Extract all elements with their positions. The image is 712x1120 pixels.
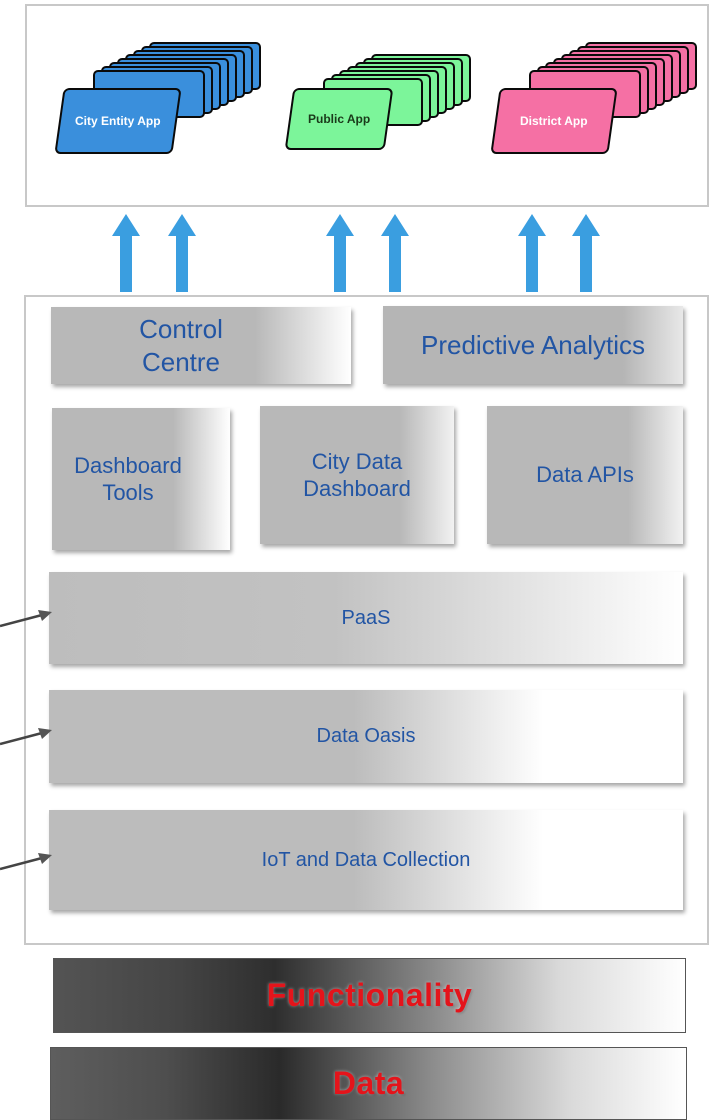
city-entity-app-card[interactable]: City Entity App [54,88,182,154]
district-app-label: District App [520,114,588,128]
data-oasis-label: Data Oasis [316,725,416,747]
paas-label: PaaS [341,606,391,629]
data-label: Data [332,1065,405,1101]
input-arrow-icon [0,728,52,746]
up-arrow-icon [381,214,409,292]
functionality-label: Functionality [266,977,473,1013]
input-arrow-icon [0,610,52,628]
public-app-card[interactable]: Public App [284,88,394,150]
predictive-analytics-label: Predictive Analytics [421,329,645,360]
iot-data-collection-label: IoT and Data Collection [261,848,471,871]
city-entity-app-label: City Entity App [75,114,161,128]
paas-block[interactable]: PaaS [49,572,683,664]
dashboard-tools-label: Dashboard Tools [74,452,182,506]
control-centre-block[interactable]: Control Centre [51,307,351,384]
predictive-analytics-block[interactable]: Predictive Analytics [383,306,683,384]
input-arrow-icon [0,853,52,871]
functionality-bar: Functionality [53,958,686,1033]
up-arrow-icon [326,214,354,292]
city-data-dashboard-block[interactable]: City Data Dashboard [260,406,454,544]
up-arrow-icon [168,214,196,292]
district-app-card[interactable]: District App [490,88,618,154]
up-arrow-icon [572,214,600,292]
dashboard-tools-block[interactable]: Dashboard Tools [52,408,230,550]
data-oasis-block[interactable]: Data Oasis [49,690,683,783]
public-app-label: Public App [307,112,371,126]
control-centre-label: Control Centre [139,314,223,377]
data-apis-label: Data APIs [536,462,634,488]
city-data-dashboard-label: City Data Dashboard [303,448,411,502]
iot-data-collection-block[interactable]: IoT and Data Collection [49,810,683,910]
data-apis-block[interactable]: Data APIs [487,406,683,544]
up-arrow-icon [112,214,140,292]
applications-panel: City Entity App Public App District App [25,4,709,207]
data-bar: Data [50,1047,687,1120]
up-arrow-icon [518,214,546,292]
